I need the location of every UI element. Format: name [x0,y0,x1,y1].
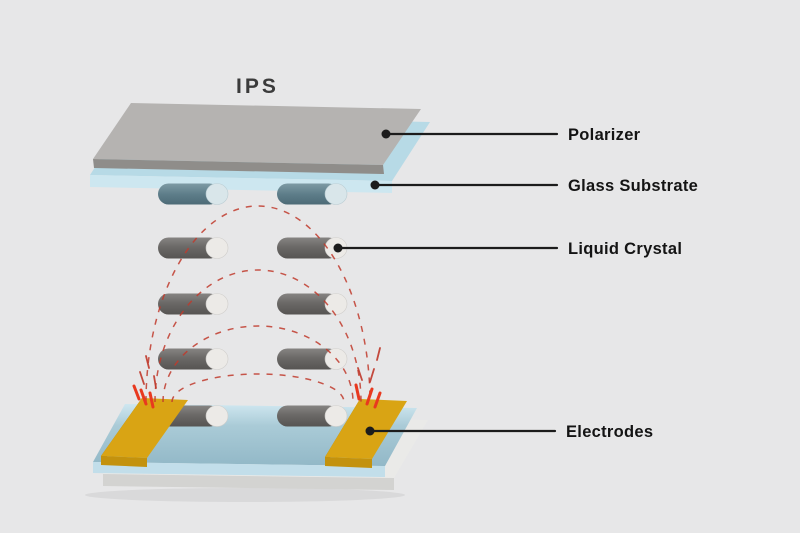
field-line-arc [162,325,354,403]
base-shadow [85,488,405,502]
leader-dot [365,426,375,436]
label-polarizer: Polarizer [568,126,641,144]
liquid-crystal-molecule [157,237,229,259]
field-line-arc [171,373,345,403]
spark-right [354,347,382,409]
electric-field-lines [132,205,382,409]
base-slab-front-edge [103,474,394,490]
liquid-crystal-molecule [157,348,229,370]
leader-polarizer: Polarizer [381,126,641,144]
spark-stroke [357,367,363,381]
leader-liquid-crystal: Liquid Crystal [333,240,682,258]
spark-stroke [369,368,375,383]
label-glass-substrate: Glass Substrate [568,177,698,195]
bottom-assembly [85,398,428,502]
top-assembly [90,103,430,205]
spark-stroke [376,347,381,361]
leader-dot [370,180,380,190]
spark-stroke [365,387,374,406]
leader-dot [381,129,391,139]
liquid-crystal-molecule [276,405,348,427]
liquid-crystal-molecule [157,183,229,205]
spark-left [132,355,157,409]
leader-dot [333,243,343,253]
spark-stroke [132,384,141,401]
label-liquid-crystal: Liquid Crystal [568,240,682,258]
bottom-glass-front-edge [93,462,385,477]
leader-glass-substrate: Glass Substrate [370,177,698,195]
electrode-left-front-face [101,456,147,467]
leader-electrodes: Electrodes [365,423,653,441]
electrode-left [101,398,188,467]
spark-stroke [145,355,150,369]
liquid-crystal-molecule [157,293,229,315]
polarizer-slab [93,103,421,165]
diagram-title: IPS [236,75,279,98]
spark-stroke [354,383,361,401]
liquid-crystal-molecule [276,293,348,315]
spark-stroke [139,388,148,406]
electrode-right-front-face [325,457,372,468]
electrode-left-top-face [101,398,188,458]
annotations: Polarizer Glass Substrate Liquid Crystal… [333,126,698,441]
liquid-crystal-molecule [276,183,348,205]
spark-stroke [373,391,382,409]
field-line-arc [154,269,362,403]
spark-stroke [148,391,155,409]
field-line-arc [145,205,371,403]
polarizer-front-edge [93,159,384,174]
label-electrodes: Electrodes [566,423,653,441]
spark-stroke [139,371,145,385]
spark-stroke [153,375,157,389]
